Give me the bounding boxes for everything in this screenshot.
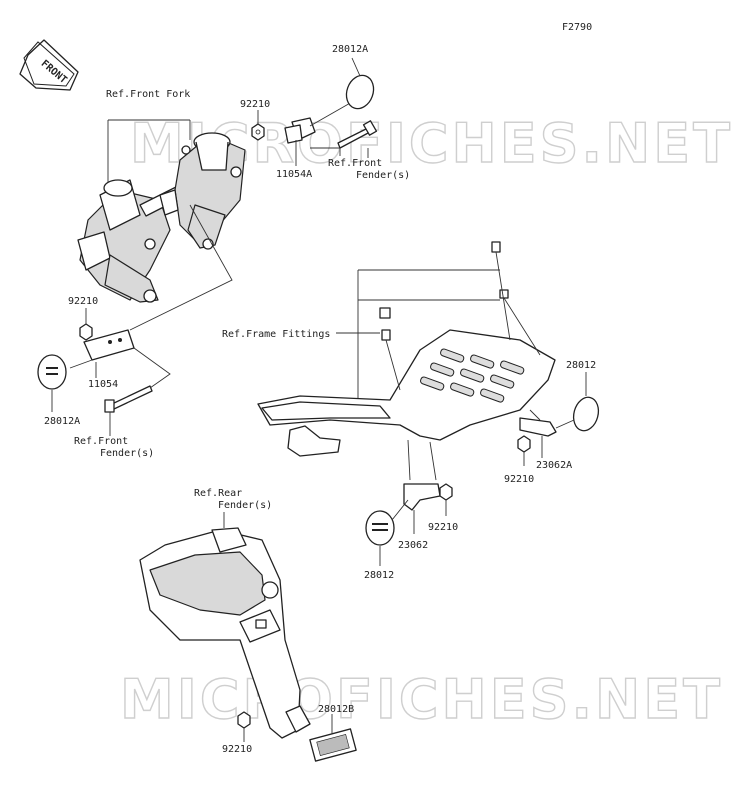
label-ref-front-fork: Ref.Front Fork [106,89,190,100]
label-ref-rear-fender-1: Ref.Rear [194,488,242,499]
label-92210-right: 92210 [504,474,534,485]
bracket-23062A [517,417,557,453]
label-28012-mid: 28012 [364,570,394,581]
nut-92210-left [79,323,93,341]
reflector-28012A-left [37,354,67,390]
reflector-28012A-top [345,74,375,110]
bolt-top [337,120,378,149]
label-28012A-top: 28012A [332,44,368,55]
front-arrow-icon: FRONT [19,39,79,91]
label-ref-front-fender-left-2: Fender(s) [100,448,154,459]
label-28012-right: 28012 [566,360,596,371]
watermark-bottom: MICROFICHES.NET [120,668,723,731]
figure-code: F2790 [562,22,592,33]
label-23062A: 23062A [536,460,572,471]
label-28012A-left: 28012A [44,416,80,427]
label-ref-rear-fender-2: Fender(s) [218,500,272,511]
label-92210-mid: 92210 [428,522,458,533]
reflector-28012-mid [365,510,395,546]
label-ref-front-fender-left-1: Ref.Front [74,436,128,447]
reflector-28012B [309,728,357,762]
bolt-left [104,385,153,413]
label-ref-front-fender-top-1: Ref.Front [328,158,382,169]
label-92210-left: 92210 [68,296,98,307]
rear-fender [139,527,311,739]
nut-92210-top [251,123,265,141]
label-92210-top: 92210 [240,99,270,110]
label-28012B: 28012B [318,704,354,715]
label-11054: 11054 [88,379,118,390]
label-ref-front-fender-top-2: Fender(s) [356,170,410,181]
label-92210-bottom: 92210 [222,744,252,755]
nut-92210-bottom [237,711,251,729]
label-ref-frame-fittings: Ref.Frame Fittings [222,329,330,340]
label-11054A: 11054A [276,169,312,180]
bracket-11054A [284,101,353,144]
front-fork-assembly [77,119,246,331]
label-23062: 23062 [398,540,428,551]
bracket-23062 [403,483,453,511]
rear-carrier [257,241,556,481]
reflector-28012-right [572,396,600,432]
